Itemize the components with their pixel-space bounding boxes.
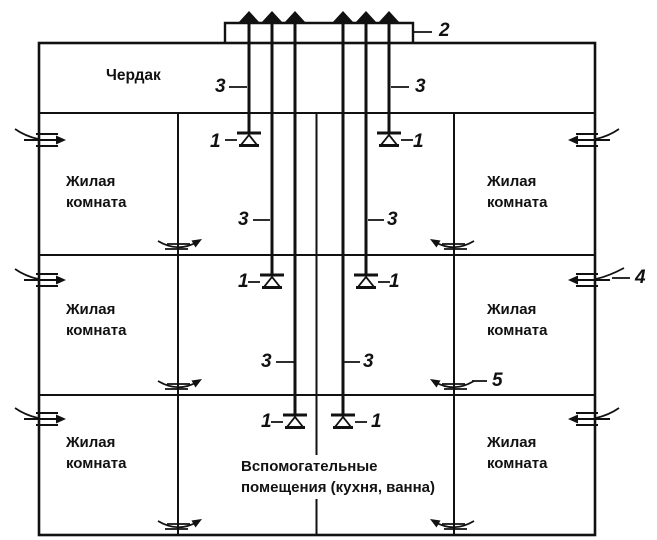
- living-room-line1: Жилая: [487, 301, 537, 318]
- interior-walls: [177, 113, 455, 535]
- infiltration-arrow-icon: [568, 267, 625, 287]
- callout-1: 1: [388, 271, 400, 292]
- callout-3: 3: [414, 76, 426, 97]
- callout-1: 1: [412, 131, 424, 152]
- door-overflow-arrows-right: [430, 239, 475, 530]
- living-room-label: Жилая комната: [66, 299, 126, 341]
- grille-symbol: [237, 131, 261, 147]
- callout-1: 1: [237, 271, 249, 292]
- living-room-line2: комната: [487, 322, 548, 339]
- grille-symbol: [260, 273, 284, 289]
- living-room-label: Жилая комната: [487, 299, 547, 341]
- exhaust-ducts: [247, 23, 391, 415]
- callout-2: 2: [438, 20, 450, 41]
- infiltration-arrow-icon: [568, 407, 620, 426]
- roof-outlet-icon: [238, 11, 260, 23]
- living-room-label: Жилая комната: [487, 432, 547, 474]
- infiltration-arrow-icon: [568, 128, 620, 147]
- infiltration-arrow-icon: [14, 407, 66, 426]
- living-room-line2: комната: [66, 322, 127, 339]
- overflow-arrow-icon: [157, 379, 202, 390]
- living-room-line1: Жилая: [66, 301, 116, 318]
- living-room-line2: комната: [487, 194, 548, 211]
- living-room-label: Жилая комната: [66, 171, 126, 213]
- overflow-arrow-icon: [430, 379, 475, 390]
- living-room-line2: комната: [487, 455, 548, 472]
- grille-symbol: [283, 413, 307, 429]
- window-infiltration-arrows-left: [14, 128, 66, 426]
- callout-1: 1: [209, 131, 221, 152]
- attic-label: Чердак: [106, 67, 161, 84]
- roof-duct-header: [223, 21, 415, 43]
- roof-outlet-triangles: [238, 11, 400, 23]
- roof-outlet-icon: [284, 11, 306, 23]
- infiltration-arrow-icon: [14, 268, 66, 287]
- window-infiltration-arrows-right: [568, 128, 625, 426]
- grille-symbol: [354, 273, 378, 289]
- living-room-label: Жилая комната: [487, 171, 547, 213]
- roof-outlet-icon: [261, 11, 283, 23]
- callout-3: 3: [362, 351, 374, 372]
- callout-3: 3: [386, 209, 398, 230]
- living-room-label: Жилая комната: [66, 432, 126, 474]
- roof-outlet-icon: [332, 11, 354, 23]
- overflow-arrow-icon: [157, 519, 202, 530]
- aux-room-line2: помещения (кухня, ванна): [241, 479, 436, 496]
- callout-5: 5: [491, 370, 503, 391]
- overflow-arrow-icon: [430, 519, 475, 530]
- aux-room-label: Вспомогательные помещения (кухня, ванна): [238, 455, 439, 499]
- living-room-line1: Жилая: [66, 434, 116, 451]
- callout-3: 3: [214, 76, 226, 97]
- callout-1: 1: [370, 411, 382, 432]
- exhaust-grilles: [237, 131, 401, 429]
- overflow-arrow-icon: [157, 239, 202, 250]
- callout-4: 4: [634, 267, 646, 288]
- callout-3: 3: [237, 209, 249, 230]
- callout-1: 1: [260, 411, 272, 432]
- roof-outlet-icon: [378, 11, 400, 23]
- callout-leader-lines: [225, 31, 630, 423]
- door-overflow-arrows-left: [157, 239, 202, 530]
- grille-symbol: [331, 413, 355, 429]
- infiltration-arrow-icon: [14, 128, 66, 147]
- living-room-line1: Жилая: [487, 173, 537, 190]
- living-room-line2: комната: [66, 455, 127, 472]
- grille-symbol: [377, 131, 401, 147]
- living-room-line2: комната: [66, 194, 127, 211]
- aux-room-line1: Вспомогательные: [241, 458, 378, 475]
- overflow-arrow-icon: [430, 239, 475, 250]
- roof-outlet-icon: [355, 11, 377, 23]
- callout-3: 3: [260, 351, 272, 372]
- living-room-line1: Жилая: [66, 173, 116, 190]
- living-room-line1: Жилая: [487, 434, 537, 451]
